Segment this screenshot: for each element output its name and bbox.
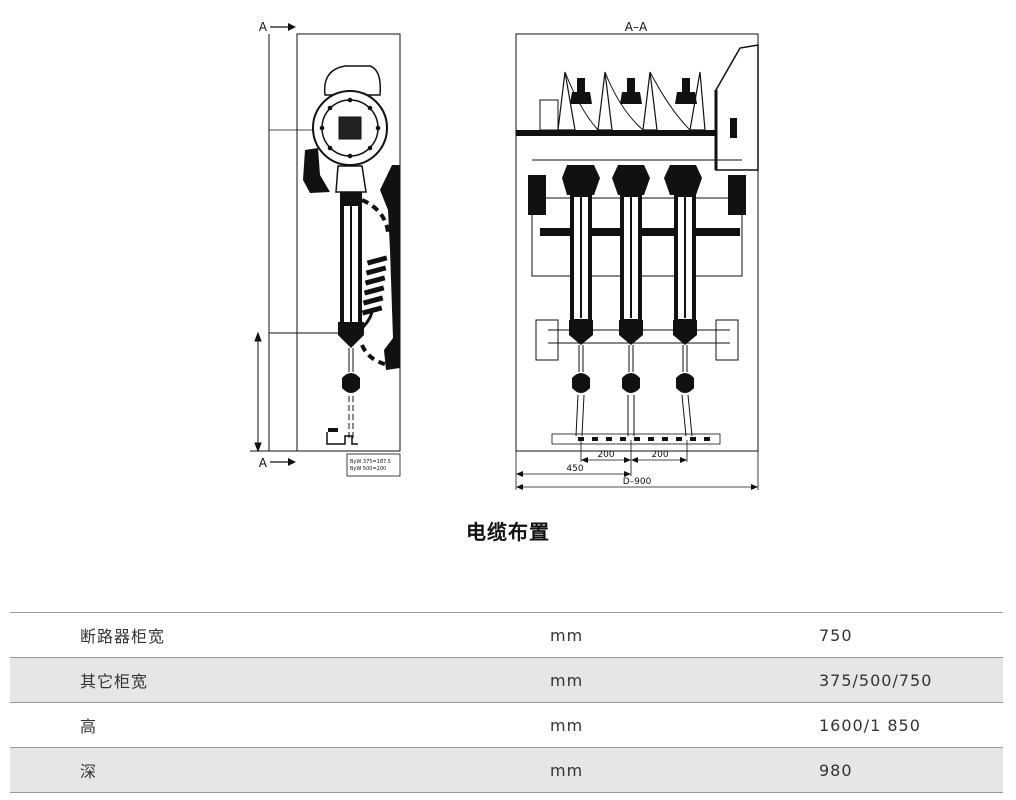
note-line-1: ByW 375=187.5 [350, 459, 391, 465]
dim-450: 450 [566, 464, 583, 474]
section-view: A–A [515, 20, 759, 490]
row-unit: mm [550, 715, 584, 735]
row-unit: mm [550, 670, 584, 690]
section-mark-bottom: A [259, 456, 268, 470]
table-row: 其它柜宽 mm 375/500/750 [10, 657, 1003, 703]
spec-table: 断路器柜宽 mm 750 其它柜宽 mm 375/500/750 高 mm 16… [10, 612, 1003, 793]
phase-a [562, 165, 600, 437]
table-row: 断路器柜宽 mm 750 [10, 612, 1003, 658]
row-unit: mm [550, 625, 584, 645]
row-value: 980 [819, 760, 853, 780]
phase-b [612, 165, 650, 436]
row-value: 750 [819, 625, 853, 645]
row-name: 深 [80, 762, 98, 781]
row-unit: mm [550, 760, 584, 780]
phase-c [664, 165, 702, 437]
row-name: 高 [80, 717, 98, 736]
table-row: 深 mm 980 [10, 747, 1003, 793]
dim-200-left: 200 [597, 450, 614, 460]
section-mark-top: A [259, 20, 268, 34]
row-name: 断路器柜宽 [80, 627, 166, 646]
row-value: 1600/1 850 [819, 715, 921, 735]
row-name: 其它柜宽 [80, 672, 149, 691]
section-title: A–A [625, 20, 648, 34]
cable-layout-drawing: A A [250, 20, 759, 490]
table-row: 高 mm 1600/1 850 [10, 702, 1003, 748]
dim-200-right: 200 [651, 450, 668, 460]
figure-caption: 电缆布置 [466, 520, 550, 544]
row-value: 375/500/750 [819, 670, 933, 690]
note-line-2: ByW 500=200 [350, 466, 386, 472]
dim-d900: D–900 [623, 477, 652, 487]
side-view: A A [250, 20, 401, 477]
